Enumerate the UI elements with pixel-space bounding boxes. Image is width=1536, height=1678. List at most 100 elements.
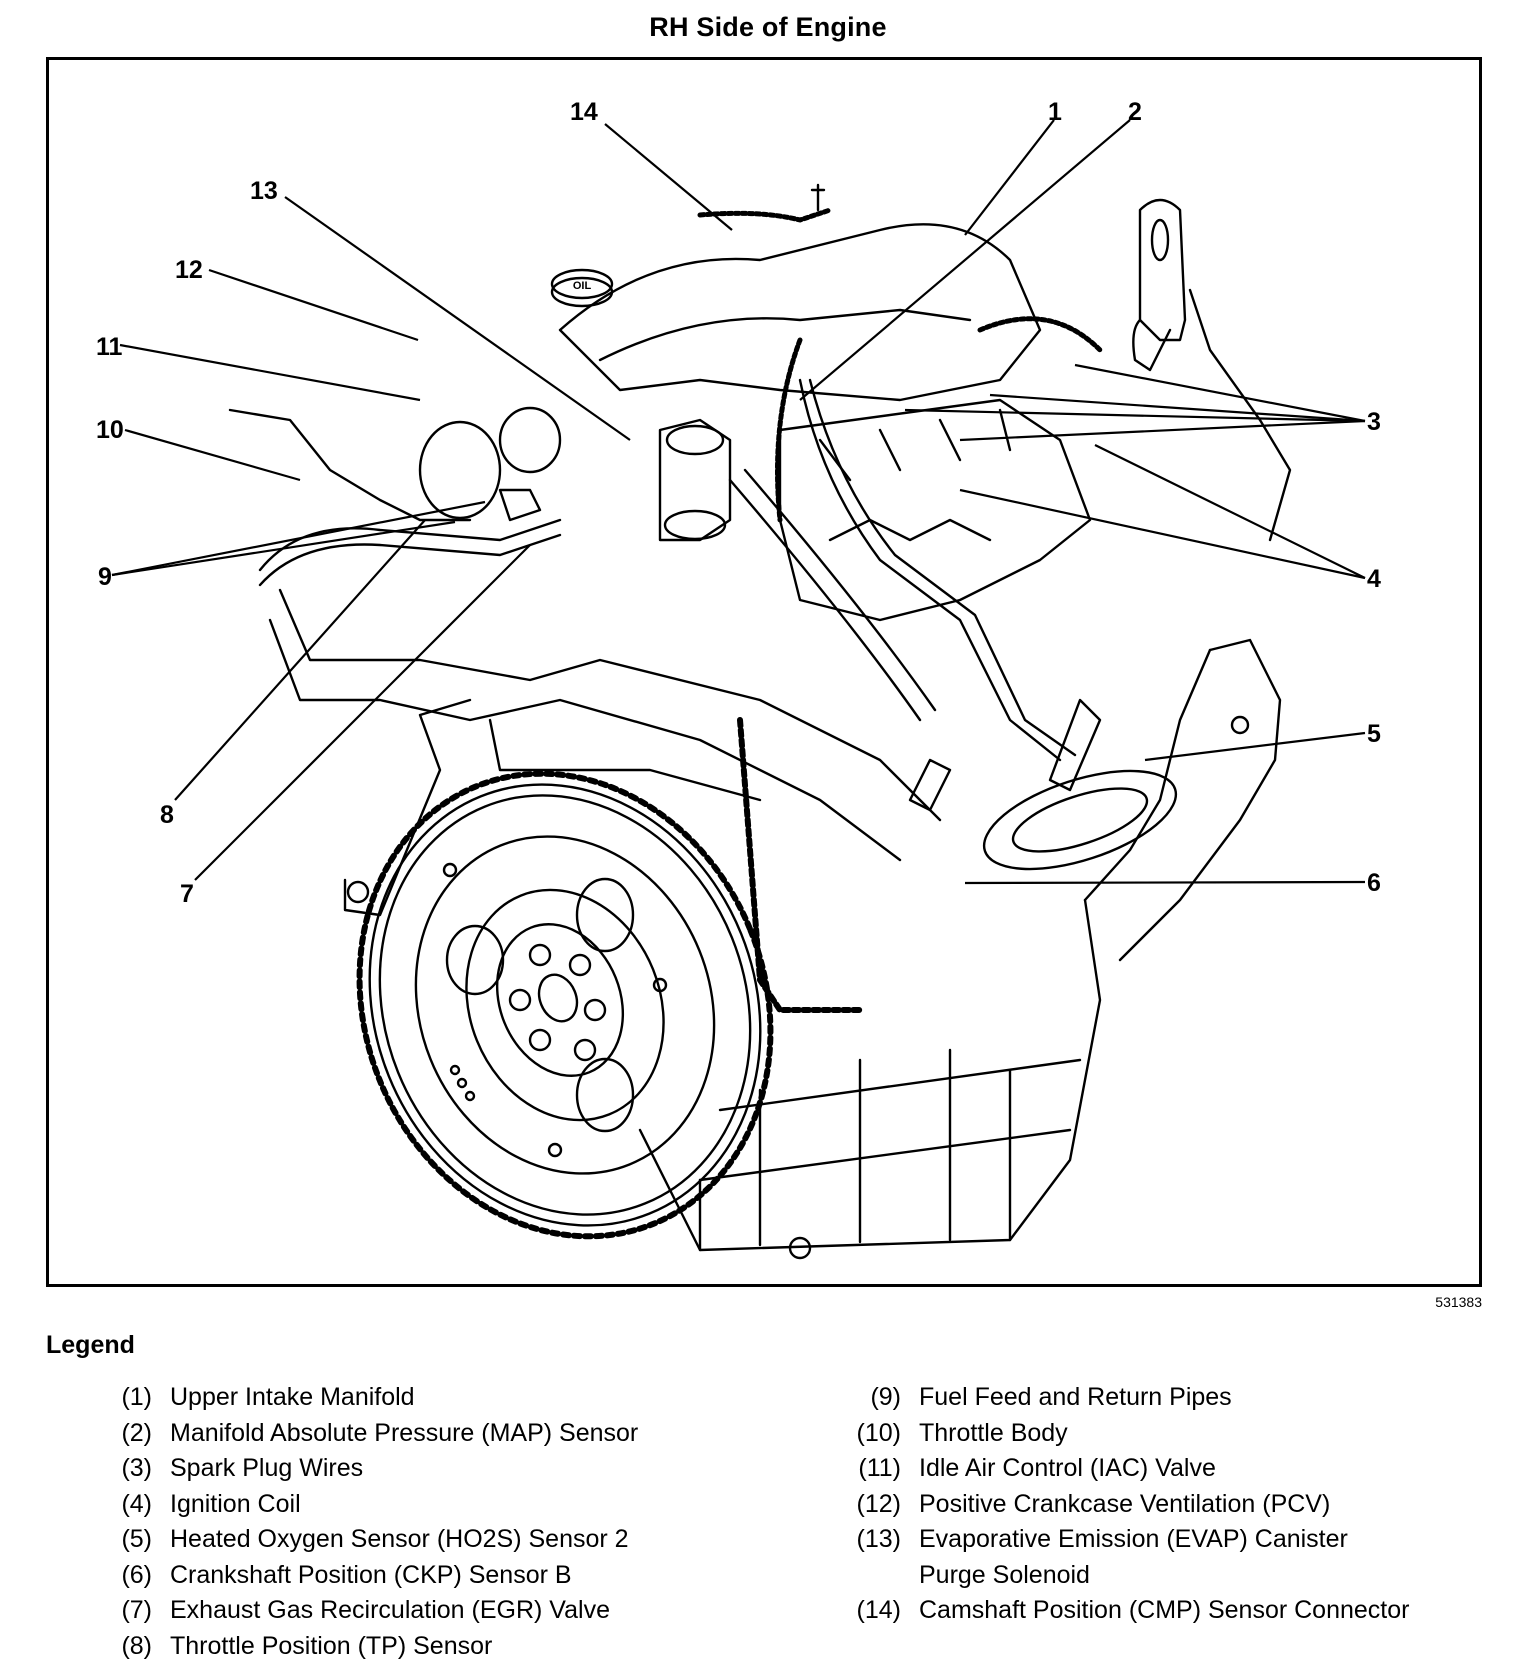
legend-item-number: (9) xyxy=(870,1383,901,1411)
legend-item-text: Heated Oxygen Sensor (HO2S) Sensor 2 xyxy=(170,1525,629,1553)
engine-block xyxy=(638,638,1282,1260)
callout-5: 5 xyxy=(1367,720,1381,748)
oil-cap-text: OIL xyxy=(573,280,592,292)
leader-3b xyxy=(989,393,1366,423)
bellhousing-flange xyxy=(343,698,472,917)
legend-item-number: (4) xyxy=(121,1489,152,1518)
legend-item: (8) Throttle Position (TP) Sensor xyxy=(112,1629,638,1665)
legend-item-number: (12) xyxy=(856,1489,901,1518)
legend-item: (9) Fuel Feed and Return Pipes xyxy=(845,1380,1409,1416)
legend-item-text-line2: Purge Solenoid xyxy=(919,1560,1090,1589)
leader-3d xyxy=(959,419,1366,442)
legend-item: (13) Evaporative Emission (EVAP) Canister… xyxy=(845,1522,1409,1593)
legend-title: Legend xyxy=(46,1331,135,1359)
legend-item: (5) Heated Oxygen Sensor (HO2S) Sensor 2 xyxy=(112,1522,638,1558)
legend-item-number: (11) xyxy=(858,1454,901,1482)
legend-item-number: (1) xyxy=(121,1383,152,1411)
legend-item-text: Idle Air Control (IAC) Valve xyxy=(919,1454,1216,1482)
hoses xyxy=(258,337,1077,1013)
legend-item: (14) Camshaft Position (CMP) Sensor Conne… xyxy=(845,1593,1410,1629)
flywheel xyxy=(368,783,762,1227)
legend-item-number: (10) xyxy=(856,1418,901,1447)
leader-6 xyxy=(964,880,1366,885)
callout-11: 11 xyxy=(96,333,123,361)
legend-item-text: Spark Plug Wires xyxy=(170,1454,364,1482)
legend-item-number: (5) xyxy=(121,1525,152,1553)
diagram-frame xyxy=(46,57,1482,1287)
leader-11 xyxy=(119,343,421,402)
oxygen-sensor xyxy=(908,698,1102,812)
leader-9b xyxy=(111,520,456,577)
legend-item-text: Exhaust Gas Recirculation (EGR) Valve xyxy=(170,1596,610,1624)
callout-1: 1 xyxy=(1048,98,1062,126)
leader-4b xyxy=(959,488,1366,580)
leader-2 xyxy=(799,119,1131,401)
legend-item-number: (13) xyxy=(856,1525,901,1553)
figure-number: 531383 xyxy=(1435,1294,1482,1310)
legend-column-right: (9) Fuel Feed and Return Pipes (10) Thrott… xyxy=(845,1380,1410,1629)
callout-labels: 1 2 3 4 5 6 7 8 9 10 11 12 13 14 xyxy=(96,98,1381,908)
legend-item-number: (2) xyxy=(121,1418,152,1447)
legend-item-text-line1: Evaporative Emission (EVAP) Canister xyxy=(919,1525,1348,1553)
leader-7 xyxy=(194,544,531,881)
legend-item-number: (8) xyxy=(121,1631,152,1660)
legend-item: (1) Upper Intake Manifold xyxy=(112,1380,638,1416)
legend-item: (10) Throttle Body xyxy=(845,1416,1409,1452)
legend-item-text: Throttle Body xyxy=(919,1418,1068,1447)
leader-10 xyxy=(124,428,301,482)
callout-3: 3 xyxy=(1367,408,1381,436)
legend-item-text: Manifold Absolute Pressure (MAP) Sensor xyxy=(170,1418,639,1447)
leader-3a xyxy=(1074,363,1366,423)
leader-12 xyxy=(208,268,419,342)
oil-cap xyxy=(550,276,614,308)
legend-item-text: Throttle Position (TP) Sensor xyxy=(170,1631,493,1660)
legend-item: (4) Ignition Coil xyxy=(112,1487,638,1523)
legend-item: (2) Manifold Absolute Pressure (MAP) Sens… xyxy=(112,1416,638,1452)
leader-5 xyxy=(1144,731,1366,762)
throttle-body-area xyxy=(228,406,732,542)
legend-item-text: Upper Intake Manifold xyxy=(170,1383,415,1411)
callout-12: 12 xyxy=(175,256,203,284)
legend-item: (3) Spark Plug Wires xyxy=(112,1451,638,1487)
fitting-top xyxy=(810,183,826,212)
exhaust-flange xyxy=(982,769,1178,871)
upper-intake-manifold xyxy=(558,223,1042,402)
leader-3c xyxy=(904,408,1366,423)
legend-column-left: (1) Upper Intake Manifold (2) Manifold Abs… xyxy=(112,1380,638,1664)
legend-item: (11) Idle Air Control (IAC) Valve xyxy=(845,1451,1409,1487)
legend-item: (12) Positive Crankcase Ventilation (PCV) xyxy=(845,1487,1409,1523)
leader-1 xyxy=(964,119,1055,236)
leader-13 xyxy=(284,196,631,441)
ring-gear xyxy=(356,770,774,1240)
legend-item: (7) Exhaust Gas Recirculation (EGR) Valve xyxy=(112,1593,638,1629)
callout-10: 10 xyxy=(96,416,124,444)
leader-14 xyxy=(604,123,733,231)
leader-4a xyxy=(1094,444,1366,579)
callout-7: 7 xyxy=(180,880,194,908)
callout-2: 2 xyxy=(1128,98,1142,126)
legend-item-text: Positive Crankcase Ventilation (PCV) xyxy=(919,1489,1331,1518)
legend-item-number: (3) xyxy=(121,1454,152,1482)
callout-13: 13 xyxy=(250,177,278,205)
leader-9a xyxy=(111,500,486,577)
callout-8: 8 xyxy=(160,801,174,829)
legend-item-number: (7) xyxy=(121,1596,152,1624)
lift-bracket xyxy=(1132,198,1292,542)
diagram-title: RH Side of Engine xyxy=(649,12,887,42)
callout-6: 6 xyxy=(1367,869,1381,897)
leader-lines xyxy=(111,119,1366,885)
exhaust-crossover xyxy=(268,588,942,862)
leader-8 xyxy=(174,519,426,801)
legend-item: (6) Crankshaft Position (CKP) Sensor B xyxy=(112,1558,638,1594)
callout-4: 4 xyxy=(1367,565,1381,593)
legend-item-number: (14) xyxy=(856,1596,901,1624)
legend-item-text: Ignition Coil xyxy=(170,1489,301,1518)
legend-item-number: (6) xyxy=(121,1560,152,1589)
legend-item-text: Fuel Feed and Return Pipes xyxy=(919,1383,1232,1411)
legend-item-text: Crankshaft Position (CKP) Sensor B xyxy=(170,1560,572,1589)
callout-14: 14 xyxy=(570,98,598,126)
callout-9: 9 xyxy=(98,563,112,591)
legend-item-text: Camshaft Position (CMP) Sensor Connector xyxy=(919,1596,1410,1624)
